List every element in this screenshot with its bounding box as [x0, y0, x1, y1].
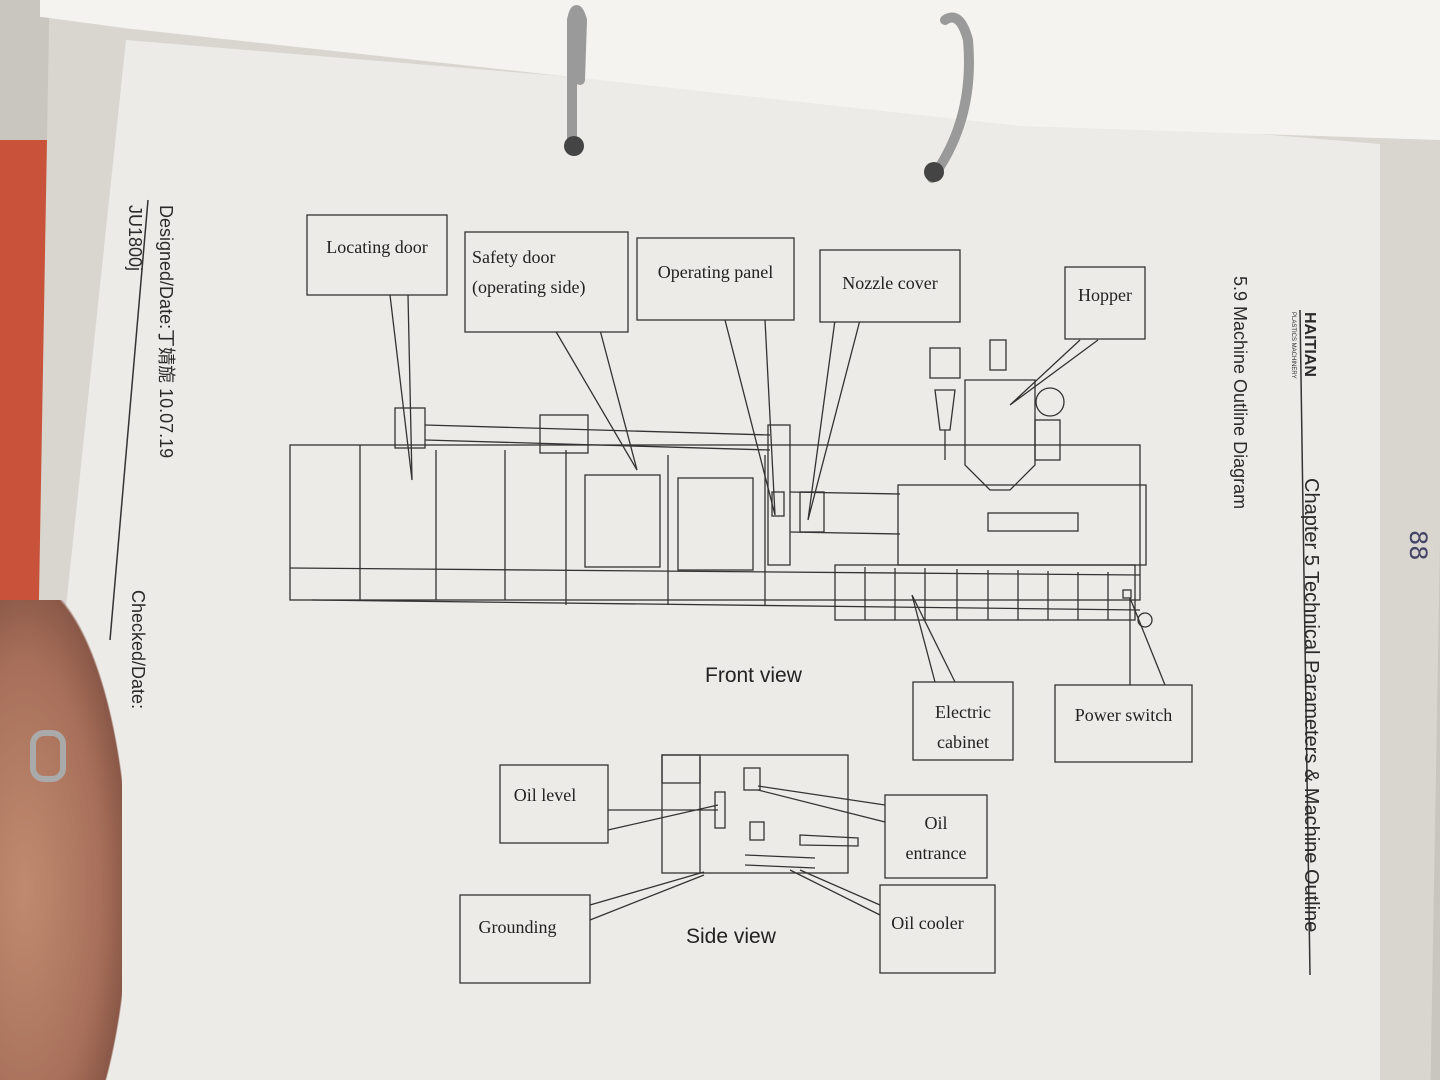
chapter-title: Chapter 5 Technical Parameters & Machine… — [1300, 478, 1322, 933]
punch-hole — [924, 162, 944, 182]
front-view-title: Front view — [705, 664, 802, 687]
brand-logo: HAITIAN — [1301, 312, 1318, 377]
model-code: JU1800j — [125, 205, 145, 272]
hand — [0, 600, 122, 1080]
handwritten-number: 88 — [1404, 530, 1432, 561]
footer-rule — [109, 199, 149, 641]
punch-hole — [564, 136, 584, 156]
label-oil-level: Oil level — [513, 785, 577, 805]
label-oil-entrance: Oil entrance — [905, 813, 967, 863]
label-grounding: Grounding — [478, 917, 557, 937]
manual-page — [60, 40, 1380, 1080]
label-operating-panel: Operating panel — [657, 262, 774, 282]
label-nozzle-cover: Nozzle cover — [842, 273, 938, 293]
brand-subtitle: PLASTICS MACHINERY — [1290, 312, 1296, 379]
side-view-title: Side view — [686, 925, 776, 948]
designed-date: Designed/Date:丁婧旎 10.07.19 — [156, 205, 176, 459]
callout-boxes — [306, 214, 1193, 984]
label-electric-cabinet: Electric cabinet — [935, 702, 991, 752]
label-locating-door: Locating door — [326, 237, 428, 257]
checked-date: Checked/Date: — [128, 590, 148, 710]
binder-ring-2 — [927, 12, 974, 183]
header-rule — [1299, 309, 1311, 976]
label-safety-door: Safety door (operating side) — [472, 247, 586, 297]
label-oil-cooler: Oil cooler — [891, 913, 964, 933]
label-hopper: Hopper — [1078, 285, 1132, 305]
binder-ring-1 — [567, 5, 588, 155]
front-view-drawing — [289, 294, 1166, 921]
section-title: 5.9 Machine Outline Diagram — [1230, 276, 1250, 510]
ring — [30, 730, 66, 782]
label-power-switch: Power switch — [1074, 705, 1173, 725]
